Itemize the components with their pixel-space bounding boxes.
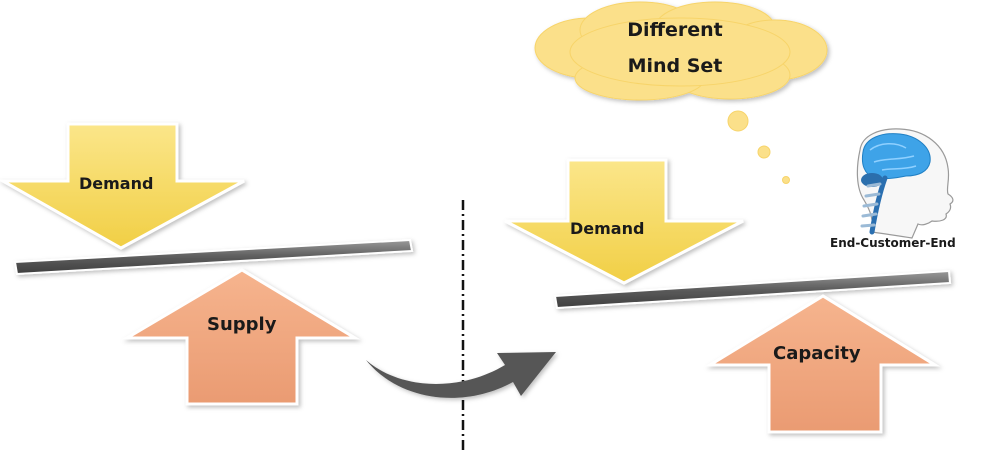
left-supply-arrow [121,268,361,406]
right-capacity-arrow [704,294,941,434]
right-demand-arrow [504,158,744,285]
left-demand-arrow [0,122,245,250]
human-head-brain-icon [856,128,954,239]
thought-cloud-line2: Mind Set [627,55,723,77]
thought-bubble-small [782,176,790,184]
left-balance-beam [13,238,414,276]
right-capacity-label: Capacity [773,343,861,364]
left-supply-label: Supply [207,314,277,335]
thought-bubble-medium [757,145,771,159]
thought-bubble-large [727,110,749,132]
right-demand-label: Demand [570,219,645,238]
thought-cloud [534,1,828,101]
transition-arrow [366,352,556,398]
left-demand-label: Demand [79,174,154,193]
thought-cloud-text: Different Mind Set [600,12,750,84]
end-customer-label: End-Customer-End [830,236,956,250]
thought-cloud-line1: Different [627,19,723,41]
right-balance-beam [553,269,952,310]
